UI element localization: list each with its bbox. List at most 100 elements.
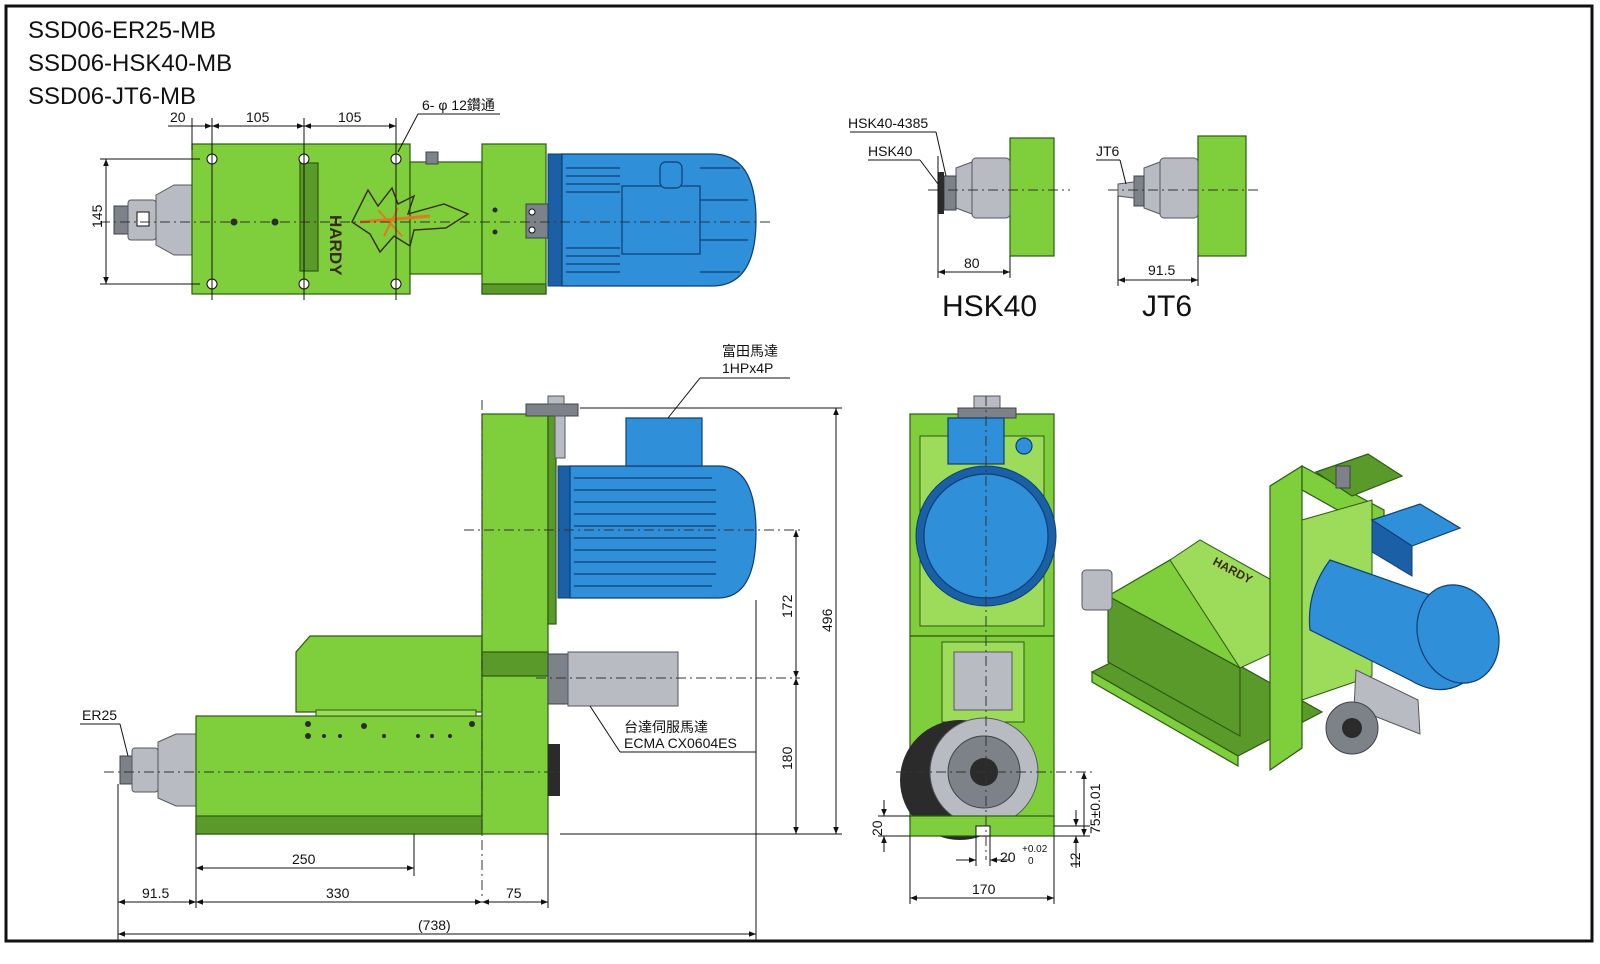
sheet-border xyxy=(4,4,1594,943)
title-hsk40: SSD06-HSK40-MB xyxy=(28,50,232,77)
front-key-slot xyxy=(975,825,991,837)
iso-motor-fan-cover xyxy=(1416,584,1500,684)
iso-column-side xyxy=(1269,464,1303,772)
front-bolt-head xyxy=(973,395,1001,409)
maple-leaf-logo xyxy=(351,186,470,254)
top-bracket-hole xyxy=(528,208,536,216)
iso-servo-motor xyxy=(1353,669,1421,735)
dim-80: 80 xyxy=(964,255,980,271)
caption-jt6: JT6 xyxy=(1142,290,1192,323)
hsk-flange xyxy=(943,175,957,211)
top-bracket-hole xyxy=(528,226,536,234)
dim-20-front: 20 xyxy=(869,820,885,836)
hsk40-detail: 80 HSK40-4385 HSK40 HSK40 xyxy=(848,115,1070,323)
top-motor-ring xyxy=(547,153,563,287)
front-terminal-box xyxy=(947,417,1005,465)
top-small-hole xyxy=(492,207,498,213)
title-er25: SSD06-ER25-MB xyxy=(28,17,216,44)
side-rail xyxy=(315,709,477,717)
side-spindle-flange xyxy=(157,733,197,807)
jt-housing xyxy=(1159,157,1199,219)
hsk-housing xyxy=(971,157,1011,219)
motor-note-name: 富田馬達 xyxy=(722,343,778,359)
dim-105-right: 105 xyxy=(338,109,362,125)
dim-91-5: 91.5 xyxy=(1148,262,1175,278)
side-motor-fins xyxy=(574,477,716,587)
dim-75-tol: 75±0.01 xyxy=(1087,783,1103,834)
dim-170: 170 xyxy=(972,881,996,897)
top-collet-slot xyxy=(136,211,150,227)
isometric-view: HARDY xyxy=(1081,453,1500,772)
side-servo-flange xyxy=(547,653,569,705)
side-bolt-head xyxy=(547,395,565,405)
top-motor-fins xyxy=(566,167,748,273)
side-collet xyxy=(119,755,133,785)
top-cable-gland xyxy=(659,161,683,189)
dim-172: 172 xyxy=(779,594,795,618)
dim-12: 12 xyxy=(1067,852,1083,868)
front-view: 20 20 +0.02 0 170 75±0.01 12 xyxy=(869,395,1103,904)
dim-738: (738) xyxy=(418,917,451,933)
top-center-rib xyxy=(299,162,319,272)
side-saddle xyxy=(295,635,483,713)
side-base xyxy=(195,815,483,835)
caption-hsk40: HSK40 xyxy=(942,290,1037,323)
side-bolt-shaft xyxy=(554,415,566,459)
label-hsk40-4385: HSK40-4385 xyxy=(848,115,928,131)
dim-250: 250 xyxy=(292,851,316,867)
dim-145: 145 xyxy=(89,204,105,228)
dim-180: 180 xyxy=(779,746,795,770)
side-terminal-box xyxy=(625,417,703,467)
top-view: HARDY 20 xyxy=(89,97,770,300)
top-terminal-box xyxy=(621,185,701,255)
dim-91-5-side: 91.5 xyxy=(142,885,169,901)
side-collet-holder xyxy=(131,747,159,793)
side-bracket xyxy=(525,403,579,417)
iso-spindle-nose xyxy=(1081,569,1113,611)
label-er25: ER25 xyxy=(82,707,117,723)
label-hsk40: HSK40 xyxy=(868,143,913,159)
title-jt6: SSD06-JT6-MB xyxy=(28,83,196,110)
iso-body-front xyxy=(1107,594,1241,738)
top-screw xyxy=(425,151,439,165)
hsk-tool-face xyxy=(938,172,944,214)
front-servo-face xyxy=(953,651,1013,711)
tol-upper: +0.02 xyxy=(1022,844,1048,855)
side-motor-body xyxy=(569,465,757,599)
iso-terminal-side xyxy=(1371,519,1413,577)
side-column-band xyxy=(481,651,549,677)
holes-note: 6- φ 12鑽通 xyxy=(422,97,495,113)
side-servo-motor xyxy=(567,651,679,707)
iso-bracket xyxy=(1335,465,1351,489)
hsk-body-plate xyxy=(1009,137,1055,257)
motor-note-spec: 1HPx4P xyxy=(722,360,773,376)
side-motor-ring xyxy=(557,465,571,599)
dim-20: 20 xyxy=(170,109,186,125)
top-spindle-flange xyxy=(155,184,193,256)
jt6-detail: 91.5 JT6 JT6 xyxy=(1096,135,1260,323)
iso-pulley-hub xyxy=(1342,718,1362,738)
iso-base-front xyxy=(1091,670,1239,768)
servo-note-name: 台達伺服馬達 xyxy=(624,719,708,735)
side-column xyxy=(481,413,549,835)
top-small-hole xyxy=(492,229,498,235)
front-bracket xyxy=(957,407,1017,419)
top-flange-base xyxy=(481,283,547,295)
tol-lower: 0 xyxy=(1028,856,1034,867)
side-pulley-cover xyxy=(548,744,560,796)
dim-330: 330 xyxy=(326,885,350,901)
jt-nose xyxy=(1143,161,1161,215)
jt-taper xyxy=(1117,181,1135,199)
top-brand-text: HARDY xyxy=(326,215,345,276)
label-jt6: JT6 xyxy=(1096,143,1120,159)
jt-body-plate xyxy=(1197,135,1247,257)
dim-75: 75 xyxy=(506,885,522,901)
dim-key-20: 20 xyxy=(1000,849,1016,865)
dim-105-left: 105 xyxy=(246,109,270,125)
hsk-nose xyxy=(955,161,973,215)
dim-496: 496 xyxy=(819,608,835,632)
servo-note-model: ECMA CX0604ES xyxy=(624,735,737,751)
side-view: 富田馬達 1HPx4P 台達伺服馬達 ECMA CX0604ES ER25 17… xyxy=(80,343,842,940)
